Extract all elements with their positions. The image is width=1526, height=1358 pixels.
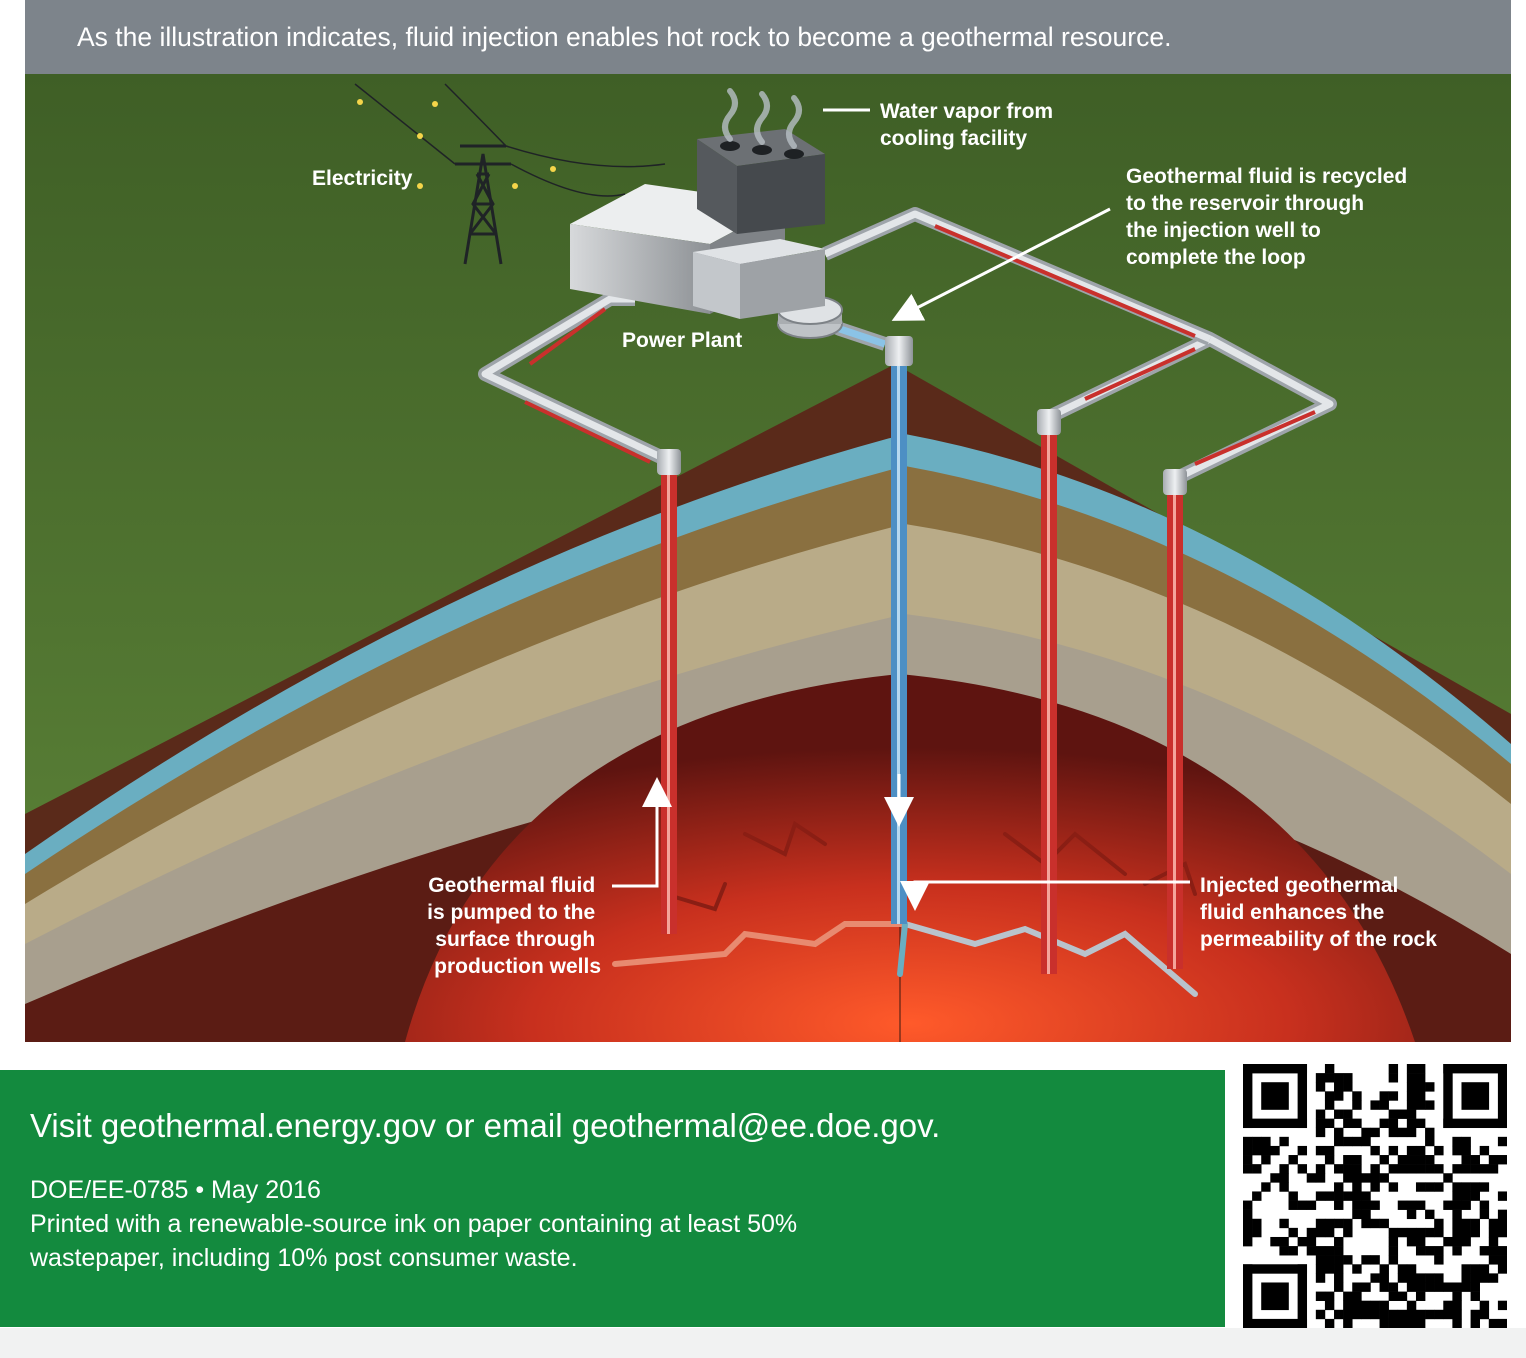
bottom-strip xyxy=(0,1328,1526,1358)
qr-code-icon xyxy=(1243,1064,1508,1329)
footer-doc-id: DOE/EE-0785 • May 2016 xyxy=(30,1176,321,1204)
label-fluid-pumped: Geothermal fluid is pumped to the surfac… xyxy=(427,874,601,978)
footer-printed-line-2: wastepaper, including 10% post consumer … xyxy=(30,1244,578,1272)
label-fluid-injected: Injected geothermal fluid enhances the p… xyxy=(1200,874,1437,951)
water-vapor-plumes xyxy=(722,88,802,149)
caption-text: As the illustration indicates, fluid inj… xyxy=(77,22,1172,52)
caption-bar: As the illustration indicates, fluid inj… xyxy=(25,0,1511,74)
label-electricity: Electricity xyxy=(312,167,413,190)
label-power-plant: Power Plant xyxy=(622,329,742,352)
injection-well xyxy=(884,336,914,924)
footer-printed-line-1: Printed with a renewable-source ink on p… xyxy=(30,1210,798,1238)
power-plant-building xyxy=(570,129,825,319)
production-wells xyxy=(657,409,1187,974)
power-lines xyxy=(354,83,666,197)
label-water-vapor: Water vapor from cooling facility xyxy=(880,100,1059,150)
surface-flow-arrows xyxy=(524,224,1316,466)
electricity-sparks xyxy=(357,99,556,189)
footer-contact-line: Visit geothermal.energy.gov or email geo… xyxy=(30,1107,941,1144)
transmission-tower xyxy=(455,144,511,265)
geothermal-diagram: Water vapor from cooling facility Electr… xyxy=(25,74,1511,1042)
footer-band: Visit geothermal.energy.gov or email geo… xyxy=(0,1070,1225,1327)
label-fluid-recycled: Geothermal fluid is recycled to the rese… xyxy=(1126,165,1413,269)
hot-rock-reservoir xyxy=(405,674,1415,1042)
callout-leaders xyxy=(612,108,1190,911)
